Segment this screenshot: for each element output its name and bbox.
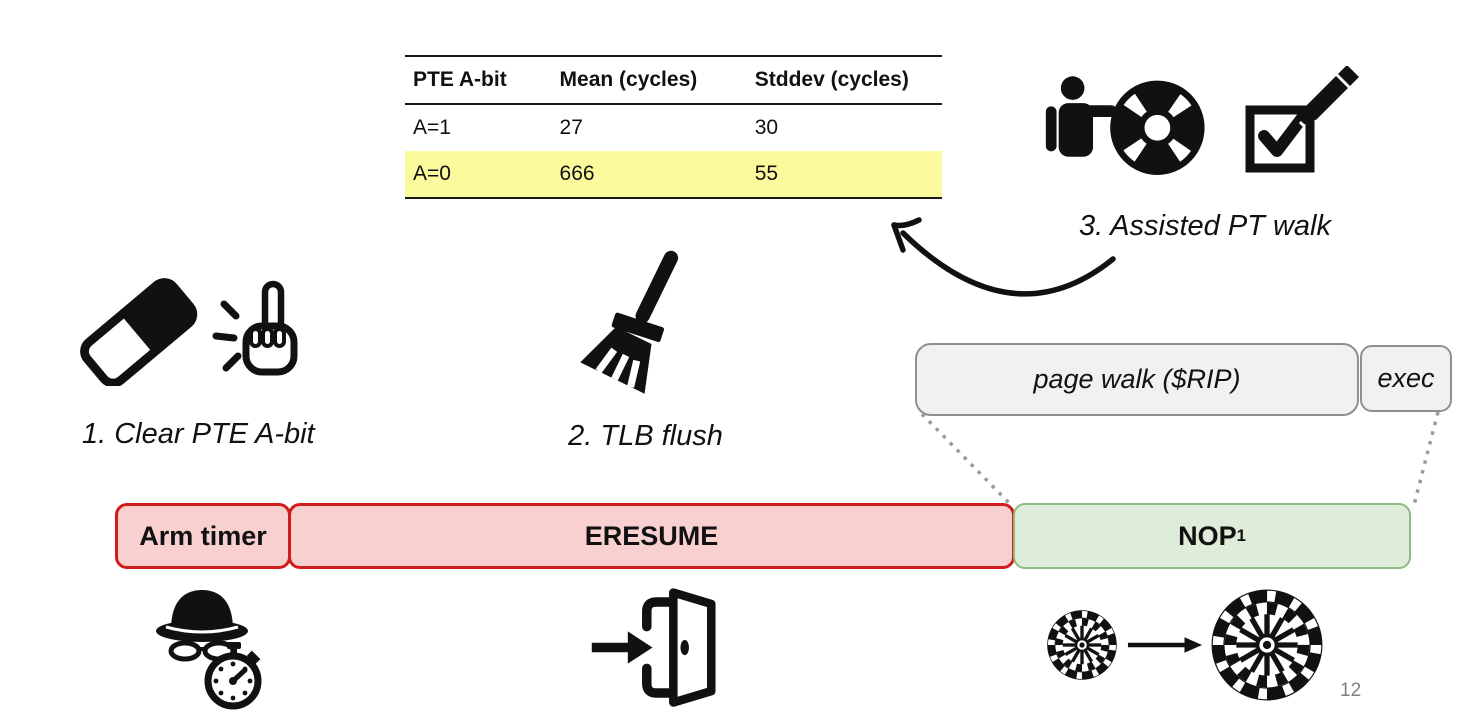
table-header-mean: Mean (cycles) bbox=[559, 68, 698, 91]
timeline-eresume: ERESUME bbox=[288, 503, 1015, 569]
right-arrow-icon bbox=[1127, 637, 1203, 653]
page-walk-label: page walk ($RIP) bbox=[1033, 364, 1241, 394]
table-header-row: PTE A-bit Mean (cycles) Stddev (cycles) bbox=[405, 57, 942, 105]
table-cell: 30 bbox=[754, 116, 779, 139]
person-lifebuoy-icon bbox=[1045, 76, 1205, 175]
step-1-label: 1. Clear PTE A-bit bbox=[82, 418, 315, 450]
page-number: 12 bbox=[1340, 680, 1362, 701]
dartboard-large-icon bbox=[1211, 589, 1323, 701]
table-row: A=1 27 30 bbox=[405, 105, 942, 151]
enter-door-icon bbox=[591, 588, 716, 707]
table-cell: 666 bbox=[559, 162, 595, 185]
eresume-label: ERESUME bbox=[584, 520, 719, 551]
table-header-stddev: Stddev (cycles) bbox=[754, 68, 909, 91]
table-cell: A=0 bbox=[413, 162, 451, 185]
table-row-highlighted: A=0 666 55 bbox=[405, 151, 942, 197]
checkbox-pencil-icon bbox=[1245, 66, 1360, 173]
snap-finger-icon bbox=[212, 280, 298, 376]
dartboard-small-icon bbox=[1047, 610, 1117, 680]
timeline-arm-timer: Arm timer bbox=[115, 503, 291, 569]
table-cell: A=1 bbox=[413, 116, 451, 139]
dotted-connector-right-icon bbox=[1411, 411, 1440, 510]
exec-label: exec bbox=[1377, 363, 1435, 393]
step-3-label: 3. Assisted PT walk bbox=[1079, 210, 1331, 242]
dotted-connector-left-icon bbox=[920, 412, 1014, 508]
eraser-icon bbox=[80, 278, 198, 386]
table-cell: 27 bbox=[559, 116, 583, 139]
cycles-table: PTE A-bit Mean (cycles) Stddev (cycles) … bbox=[405, 55, 942, 199]
broom-icon bbox=[580, 250, 679, 394]
step-2-label: 2. TLB flush bbox=[568, 420, 723, 452]
spy-stopwatch-icon bbox=[156, 590, 262, 710]
arm-timer-label: Arm timer bbox=[139, 520, 267, 551]
nop-label: NOP bbox=[1178, 520, 1237, 551]
table-header-pte: PTE A-bit bbox=[413, 68, 507, 91]
page-walk-box: page walk ($RIP) bbox=[915, 343, 1359, 416]
table-cell: 55 bbox=[754, 162, 779, 185]
exec-box: exec bbox=[1360, 345, 1452, 412]
